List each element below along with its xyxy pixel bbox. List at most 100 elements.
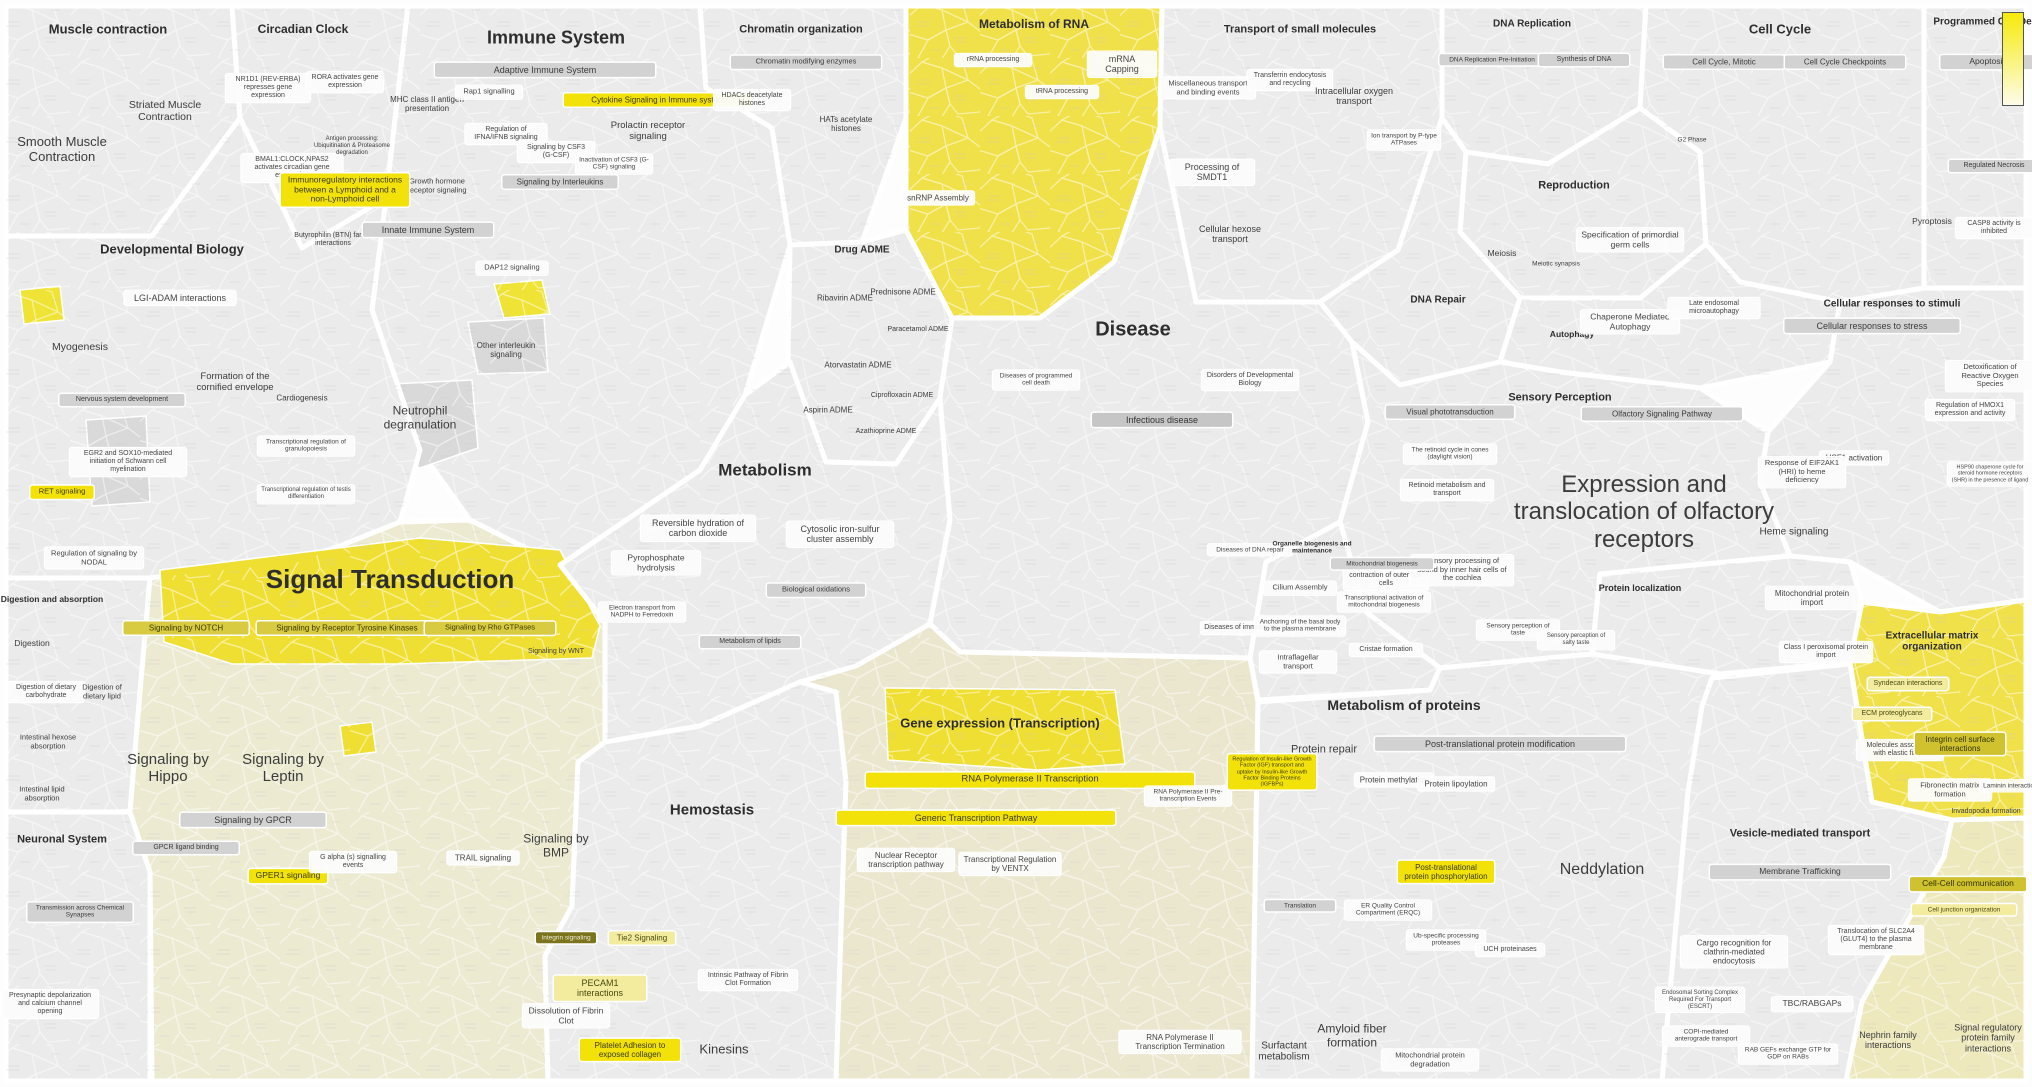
pathway-chaperone-mediated-autophagy[interactable]: Chaperone Mediated Autophagy [1581, 310, 1679, 334]
pathway-rna-polymerase-ii-pre-transcription-events[interactable]: RNA Polymerase II Pre-transcription Even… [1145, 786, 1231, 806]
pathway-g-alpha-s-signalling-events[interactable]: G alpha (s) signalling events [310, 852, 396, 872]
pathway-regulation-of-insulin-like-growth-factor-igf-tra[interactable]: Regulation of Insulin-like Growth Factor… [1228, 754, 1316, 790]
pathway-butyrophilin-btn-family-interactions[interactable]: Butyrophilin (BTN) family interactions [294, 232, 372, 247]
pathway-integrin-signaling[interactable]: Integrin signaling [536, 932, 596, 944]
pathway-cell-cycle-mitotic[interactable]: Cell Cycle, Mitotic [1664, 55, 1784, 69]
cell-label-cell-cycle[interactable]: Cell Cycle [1748, 21, 1812, 37]
pathway-signaling-by-receptor-tyrosine-kinases[interactable]: Signaling by Receptor Tyrosine Kinases [257, 621, 437, 635]
pathway-smooth-muscle-contraction[interactable]: Smooth Muscle Contraction [17, 134, 107, 164]
pathway-post-translational-protein-phosphorylation[interactable]: Post-translational protein phosphorylati… [1398, 860, 1494, 884]
pathway-g2-phase[interactable]: G2 Phase [1677, 136, 1707, 144]
pathway-membrane-trafficking[interactable]: Membrane Trafficking [1710, 865, 1890, 879]
pathway-heme-signaling[interactable]: Heme signaling [1759, 526, 1829, 538]
pathway-regulation-of-signaling-by-nodal[interactable]: Regulation of signaling by NODAL [45, 547, 143, 569]
pathway-adaptive-immune-system[interactable]: Adaptive Immune System [435, 62, 655, 78]
cell-label-digestion-and-absorption[interactable]: Digestion and absorption [0, 594, 104, 605]
pathway-invadopodia-formation[interactable]: Invadopodia formation [1951, 808, 2021, 816]
pathway-ribavirin-adme[interactable]: Ribavirin ADME [816, 293, 873, 303]
pathway-egr2-and-sox10-mediated-initiation-of-schwann-ce[interactable]: EGR2 and SOX10-mediated initiation of Sc… [70, 448, 186, 476]
pathway-gpcr-ligand-binding[interactable]: GPCR ligand binding [133, 842, 239, 854]
cell-label-protein-localization[interactable]: Protein localization [1598, 582, 1682, 593]
pathway-tie2-signaling[interactable]: Tie2 Signaling [609, 931, 675, 945]
pathway-signaling-by-notch[interactable]: Signaling by NOTCH [123, 621, 249, 635]
pathway-nephrin-family-interactions[interactable]: Nephrin family interactions [1859, 1029, 1917, 1050]
cell-label-transport-of-small-molecules[interactable]: Transport of small molecules [1223, 23, 1377, 36]
pathway-generic-transcription-pathway[interactable]: Generic Transcription Pathway [837, 810, 1115, 826]
pathway-ub-specific-processing-proteases[interactable]: Ub-specific processing proteases [1407, 930, 1485, 950]
pathway-intrinsic-pathway-of-fibrin-clot-formation[interactable]: Intrinsic Pathway of Fibrin Clot Formati… [699, 970, 797, 990]
cell-label-immune-system[interactable]: Immune System [486, 27, 626, 48]
pathway-diseases-of-programmed-cell-death[interactable]: Diseases of programmed cell death [993, 370, 1079, 390]
pathway-hats-acetylate-histones[interactable]: HATs acetylate histones [819, 114, 873, 133]
pathway-cellular-responses-to-stress[interactable]: Cellular responses to stress [1784, 318, 1960, 334]
pathway-regulation-of-ifna-ifnb-signaling[interactable]: Regulation of IFNA/IFNB signaling [465, 124, 547, 144]
pathway-processing-of-smdt1[interactable]: Processing of SMDT1 [1170, 159, 1254, 185]
pathway-diseases-of-dna-repair[interactable]: Diseases of DNA repair [1208, 544, 1292, 556]
pathway-pyrophosphate-hydrolysis[interactable]: Pyrophosphate hydrolysis [612, 551, 700, 575]
pathway-pyroptosis[interactable]: Pyroptosis [1912, 216, 1952, 227]
pathway-growth-hormone-receptor-signaling[interactable]: Growth hormone receptor signaling [407, 176, 467, 194]
pathway-inactivation-of-csf3-g-csf-signaling[interactable]: Inactivation of CSF3 (G-CSF) signaling [576, 154, 652, 174]
pathway-response-of-eif2ak1-hri-to-heme-deficiency[interactable]: Response of EIF2AK1 (HRI) to heme defici… [1759, 457, 1845, 487]
pathway-electron-transport-from-nadph-to-ferredoxin[interactable]: Electron transport from NADPH to Ferredo… [599, 602, 685, 622]
pathway-dissolution-of-fibrin-clot[interactable]: Dissolution of Fibrin Clot [523, 1004, 609, 1028]
pathway-striated-muscle-contraction[interactable]: Striated Muscle Contraction [128, 99, 202, 123]
cell-label-metabolism-of-rna[interactable]: Metabolism of RNA [978, 17, 1090, 32]
pathway-trail-signaling[interactable]: TRAIL signaling [447, 851, 519, 865]
pathway-mrna-capping[interactable]: mRNA Capping [1088, 51, 1156, 77]
pathway-rna-polymerase-ii-transcription-termination[interactable]: RNA Polymerase II Transcription Terminat… [1119, 1030, 1241, 1054]
cell-label-vesicle-mediated-transport[interactable]: Vesicle-mediated transport [1729, 827, 1871, 840]
pathway-mhc-class-ii-antigen-presentation[interactable]: MHC class II antigen presentation [390, 94, 464, 113]
pathway-neutrophil-degranulation[interactable]: Neutrophil degranulation [383, 403, 457, 431]
pathway-miscellaneous-transport-and-binding-events[interactable]: Miscellaneous transport and binding even… [1161, 77, 1255, 99]
pathway-pecam1-interactions[interactable]: PECAM1 interactions [554, 975, 646, 1001]
pathway-nr1d1-rev-erba-represses-gene-expression[interactable]: NR1D1 (REV-ERBA) represses gene expressi… [226, 74, 310, 102]
pathway-expression-and-translocation-of-olfactory-recept[interactable]: Expression and translocation of olfactor… [1513, 470, 1775, 553]
pathway-signaling-by-wnt[interactable]: Signaling by WNT [527, 648, 585, 656]
pathway-atorvastatin-adme[interactable]: Atorvastatin ADME [824, 360, 892, 370]
pathway-intestinal-hexose-absorption[interactable]: Intestinal hexose absorption [19, 732, 77, 750]
pathway-ecm-proteoglycans[interactable]: ECM proteoglycans [1853, 708, 1931, 720]
cell-label-cell-cell-communication[interactable]: Cell-Cell communication [1910, 877, 2026, 891]
pathway-signaling-by-csf3-g-csf[interactable]: Signaling by CSF3 (G-CSF) [518, 142, 594, 162]
pathway-translocation-of-slc2a4-glut4-to-the-plasma-memb[interactable]: Translocation of SLC2A4 (GLUT4) to the p… [1829, 926, 1923, 954]
pathway-syndecan-interactions[interactable]: Syndecan interactions [1868, 678, 1948, 690]
cell-label-gene-expression[interactable]: Gene expression (Transcription) [900, 715, 1100, 731]
cell-label-dna-replication[interactable]: DNA Replication [1493, 18, 1571, 30]
pathway-signaling-by-rho-gtpases[interactable]: Signaling by Rho GTPases [425, 621, 555, 635]
pathway-disorders-of-developmental-biology[interactable]: Disorders of Developmental Biology [1202, 370, 1298, 390]
pathway-biological-oxidations[interactable]: Biological oxidations [767, 583, 865, 597]
pathway-visual-phototransduction[interactable]: Visual phototransduction [1386, 405, 1514, 419]
pathway-mitochondrial-biogenesis[interactable]: Mitochondrial biogenesis [1331, 558, 1433, 570]
pathway-cilium-assembly[interactable]: Cilium Assembly [1264, 581, 1336, 595]
pathway-surfactant-metabolism[interactable]: Surfactant metabolism [1258, 1040, 1310, 1063]
cell-label-programmed-cell-death[interactable]: Programmed Cell Death [1933, 16, 2032, 28]
cell-label-autophagy[interactable]: Autophagy [1549, 329, 1595, 340]
pathway-infectious-disease[interactable]: Infectious disease [1092, 412, 1232, 428]
pathway-cristae-formation[interactable]: Cristae formation [1350, 644, 1422, 656]
pathway-snrnp-assembly[interactable]: snRNP Assembly [902, 191, 974, 205]
pathway-rab-gefs-exchange-gtp-for-gdp-on-rabs[interactable]: RAB GEFs exchange GTP for GDP on RABs [1739, 1044, 1837, 1064]
pathway-formation-of-the-cornified-envelope[interactable]: Formation of the cornified envelope [196, 371, 274, 393]
pathway-regulation-of-hmox1-expression-and-activity[interactable]: Regulation of HMOX1 expression and activ… [1926, 400, 2014, 420]
cell-label-circadian-clock[interactable]: Circadian Clock [257, 22, 349, 37]
pathway-regulated-necrosis[interactable]: Regulated Necrosis [1949, 160, 2032, 172]
pathway-rna-polymerase-ii-transcription[interactable]: RNA Polymerase II Transcription [866, 772, 1194, 788]
cell-label-organelle-biogenesis[interactable]: Organelle biogenesis and maintenance [1272, 540, 1352, 555]
pathway-innate-immune-system[interactable]: Innate Immune System [363, 222, 493, 238]
pathway-casp8-activity-is-inhibited[interactable]: CASP8 activity is inhibited [1956, 218, 2032, 238]
pathway-class-i-peroxisomal-protein-import[interactable]: Class I peroxisomal protein import [1780, 642, 1872, 662]
pathway-intraflagellar-transport[interactable]: Intraflagellar transport [1260, 651, 1336, 673]
pathway-rora-activates-gene-expression[interactable]: RORA activates gene expression [307, 72, 383, 92]
pathway-transcriptional-regulation-by-ventx[interactable]: Transcriptional Regulation by VENTX [959, 852, 1061, 876]
pathway-transcriptional-activation-of-mitochondrial-biog[interactable]: Transcriptional activation of mitochondr… [1338, 592, 1430, 612]
pathway-tbc-rabgaps[interactable]: TBC/RABGAPs [1772, 997, 1852, 1011]
pathway-transmission-across-chemical-synapses[interactable]: Transmission across Chemical Synapses [27, 902, 133, 922]
pathway-integrin-cell-surface-interactions[interactable]: Integrin cell surface interactions [1915, 732, 2005, 756]
pathway-detoxification-of-reactive-oxygen-species[interactable]: Detoxification of Reactive Oxygen Specie… [1946, 361, 2032, 391]
cell-label-dna-repair[interactable]: DNA Repair [1410, 294, 1466, 306]
pathway-synthesis-of-dna[interactable]: Synthesis of DNA [1539, 54, 1629, 66]
pathway-amyloid-fiber-formation[interactable]: Amyloid fiber formation [1317, 1021, 1387, 1049]
pathway-cardiogenesis[interactable]: Cardiogenesis [276, 393, 328, 403]
pathway-mitochondrial-protein-degradation[interactable]: Mitochondrial protein degradation [1382, 1049, 1478, 1071]
